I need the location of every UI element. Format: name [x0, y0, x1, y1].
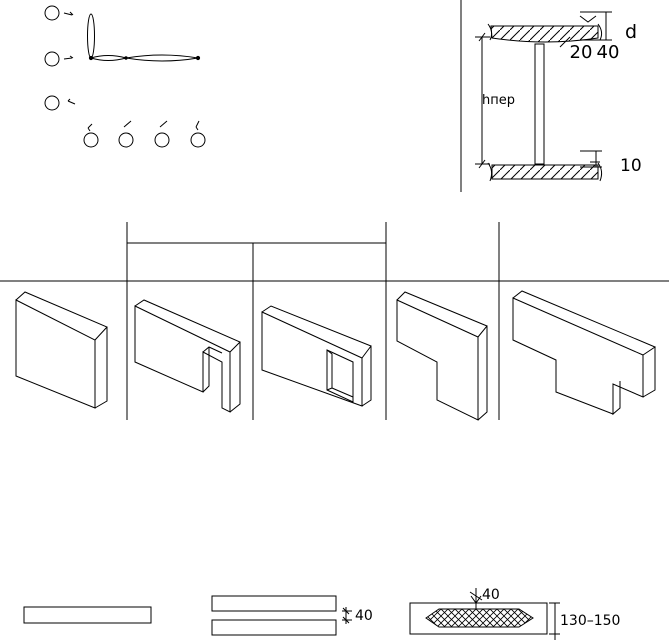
vertical-panel-outline — [87, 13, 95, 59]
dimension-label-40-top: 40 — [597, 42, 620, 63]
horizontal-panel-outline-2 — [125, 54, 199, 62]
marker-circle-2 — [44, 51, 60, 67]
panel-thickness-label: 130–150 — [560, 613, 620, 629]
horizontal-panel-outline-1 — [89, 55, 128, 61]
partition-section-detail: hпер d 20 40 10 — [475, 11, 642, 182]
partition-height-label: hпер — [482, 93, 515, 108]
panel-with-door-cutout-icon — [134, 299, 241, 413]
partition-panel — [534, 43, 545, 165]
marker-circle-3 — [44, 95, 60, 111]
panel-arrangement-sketch — [44, 5, 206, 148]
reinforced-panel-section-icon: 40 130–150 — [409, 587, 620, 640]
marker-circle-7 — [190, 132, 206, 148]
panel-types-grid — [0, 222, 669, 420]
marker-circle-4 — [83, 132, 99, 148]
solid-panel-icon — [15, 291, 108, 409]
insulation-dimension-label-40: 40 — [482, 587, 500, 603]
gap-dimension-label-d: d — [625, 21, 637, 43]
l-shaped-panel-icon — [396, 291, 488, 421]
single-panel-section-icon — [23, 606, 152, 624]
gap-dimension-label-40: 40 — [355, 608, 373, 624]
marker-circle-5 — [118, 132, 134, 148]
panel-with-window-opening-icon — [261, 305, 372, 407]
t-shaped-panel-icon — [512, 290, 657, 416]
dimension-label-20: 20 — [570, 42, 593, 63]
ceiling-slab — [490, 25, 599, 43]
marker-circle-1 — [44, 5, 60, 21]
double-panel-section-icon: 40 — [211, 595, 373, 636]
dimension-label-10: 10 — [620, 156, 642, 176]
marker-circle-6 — [154, 132, 170, 148]
